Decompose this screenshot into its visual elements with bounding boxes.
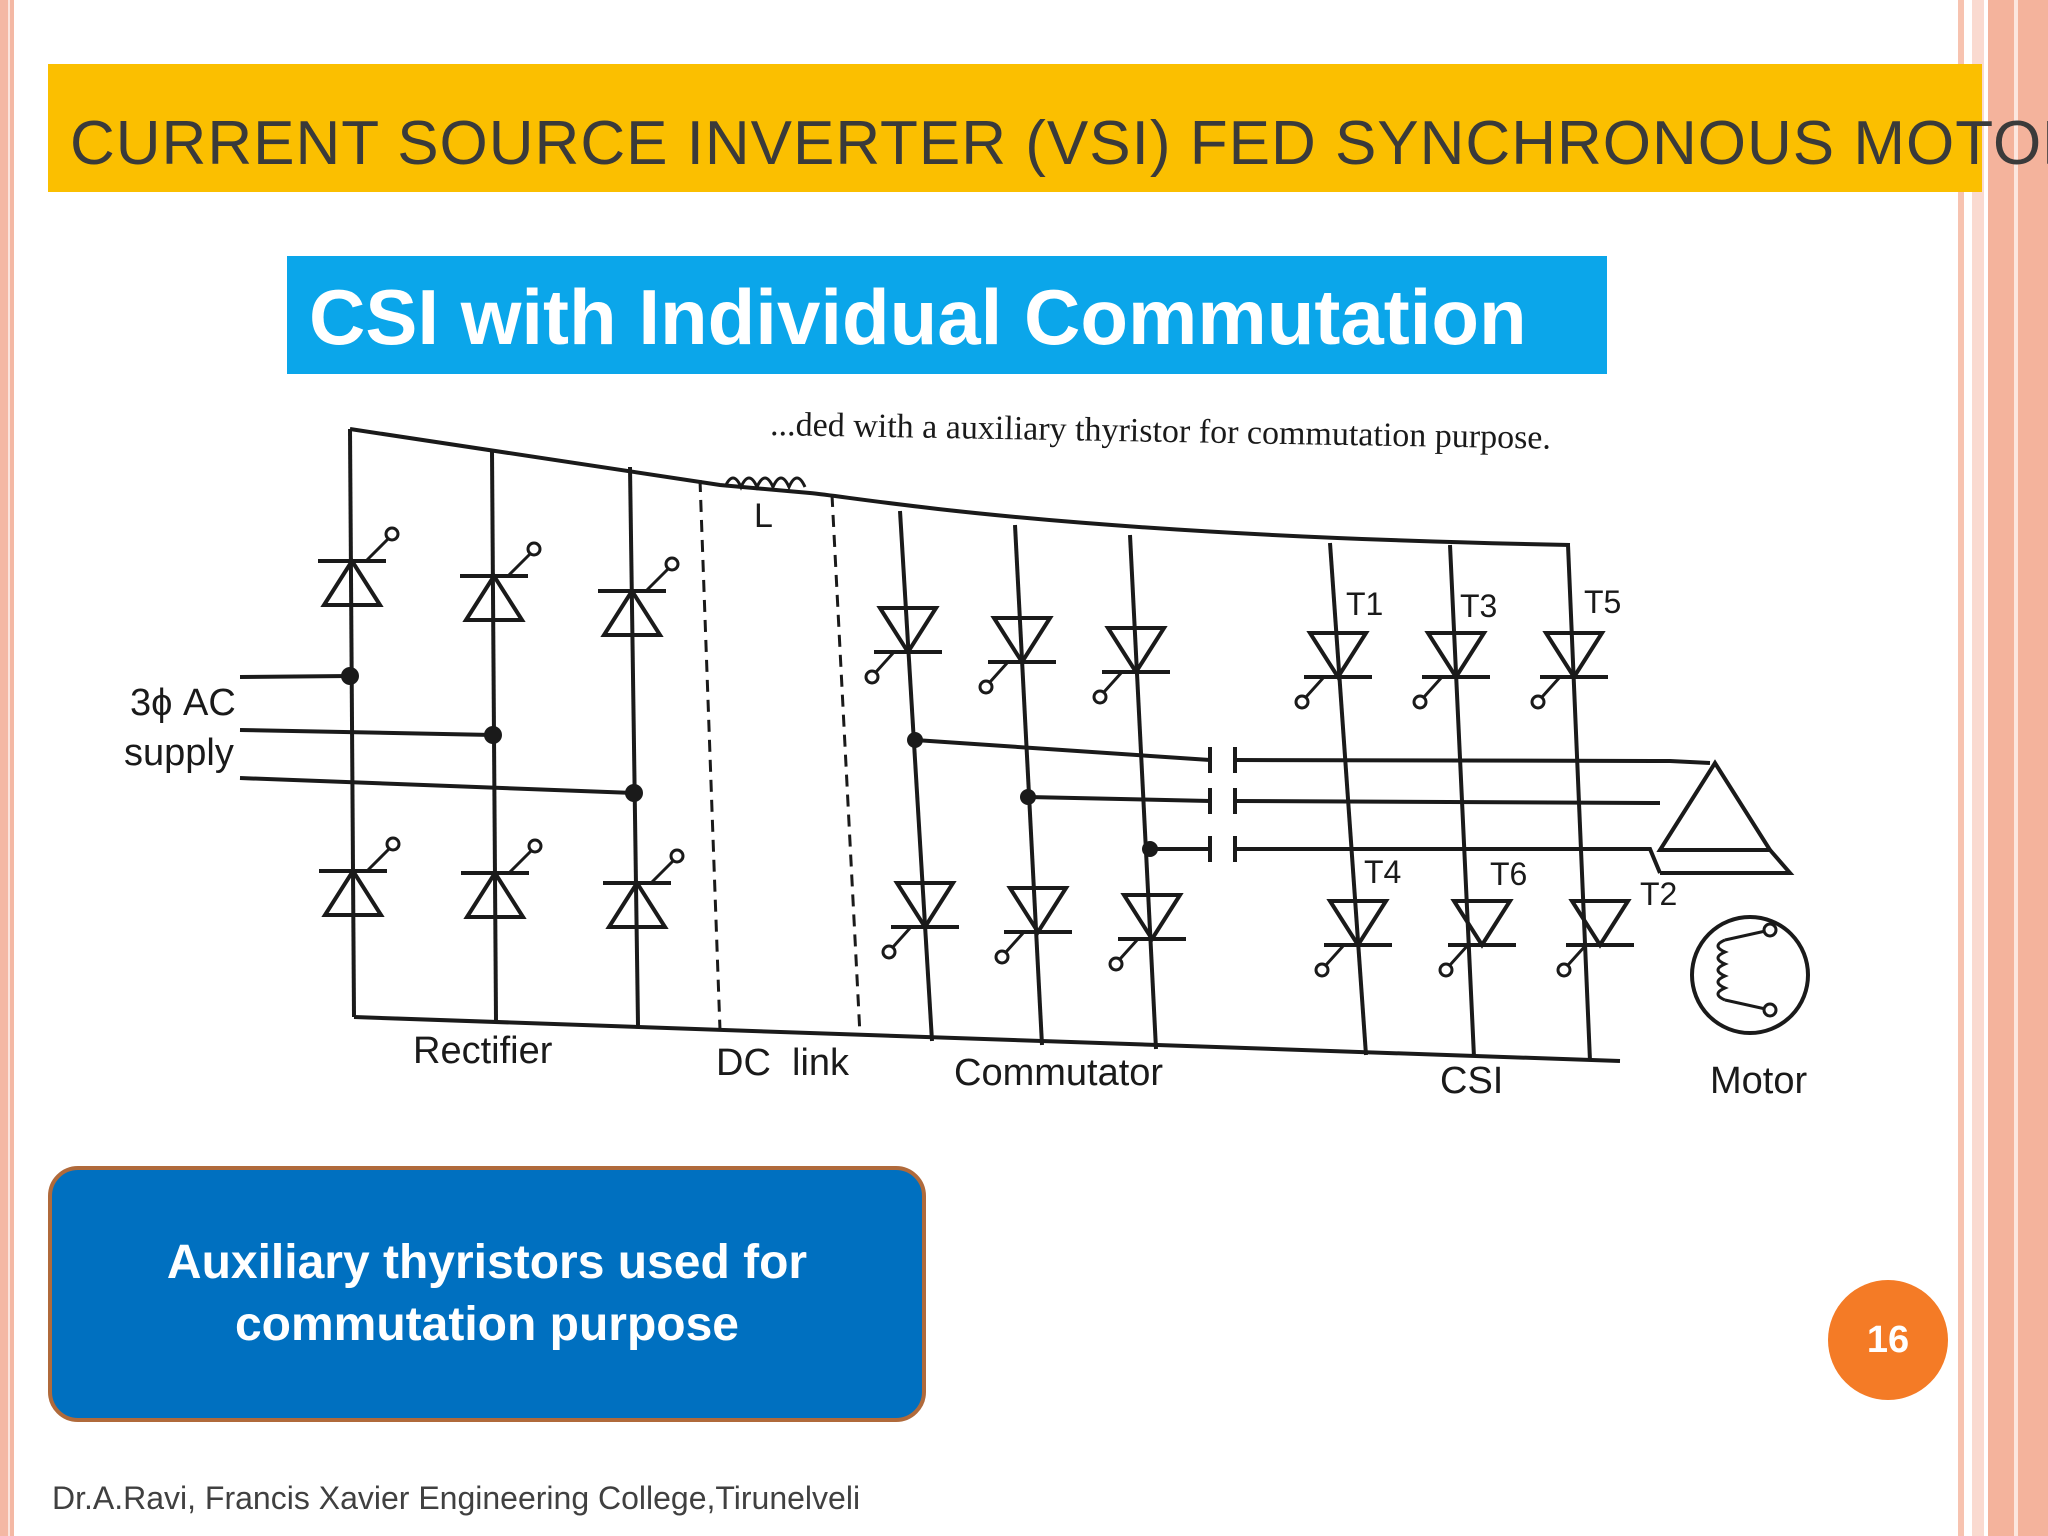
csi-circuit-diagram: ...ded with a auxiliary thyristor for co… (124, 406, 1810, 1102)
callout-text: Auxiliary thyristors used for commutatio… (166, 1236, 808, 1351)
footer-credit: Dr.A.Ravi, Francis Xavier Engineering Co… (52, 1480, 861, 1516)
thyristor-label-t6: T6 (1490, 856, 1527, 892)
title-bar (48, 64, 1982, 192)
page-number-badge: 16 (1828, 1280, 1948, 1400)
slide-title: CURRENT SOURCE INVERTER (VSI) FED SYNCHR… (70, 109, 2048, 178)
supply-label-line1: 3ϕ AC (130, 682, 236, 724)
thyristor-label-t3: T3 (1460, 588, 1497, 624)
inductor-label: L (754, 497, 773, 535)
section-label-csi: CSI (1440, 1060, 1503, 1102)
section-label-dc-link: DC link (716, 1042, 850, 1084)
section-label-rectifier: Rectifier (413, 1030, 553, 1072)
thyristor-label-t1: T1 (1346, 586, 1383, 622)
right-border-decoration (1958, 0, 2048, 1536)
thyristor-label-t5: T5 (1584, 584, 1621, 620)
diagram-caption: ...ded with a auxiliary thyristor for co… (770, 406, 1551, 457)
thyristor-label-t2: T2 (1640, 876, 1677, 912)
left-border-decoration (0, 0, 14, 1536)
page-number: 16 (1866, 1318, 1910, 1361)
commutation-callout: Auxiliary thyristors used for commutatio… (48, 1166, 926, 1422)
subtitle-banner (287, 256, 1607, 374)
supply-label-line2: supply (124, 732, 234, 774)
slide-subtitle: CSI with Individual Commutation (309, 273, 1527, 361)
section-label-commutator: Commutator (954, 1052, 1163, 1094)
thyristor-label-t4: T4 (1364, 854, 1401, 890)
section-label-motor: Motor (1710, 1060, 1807, 1102)
